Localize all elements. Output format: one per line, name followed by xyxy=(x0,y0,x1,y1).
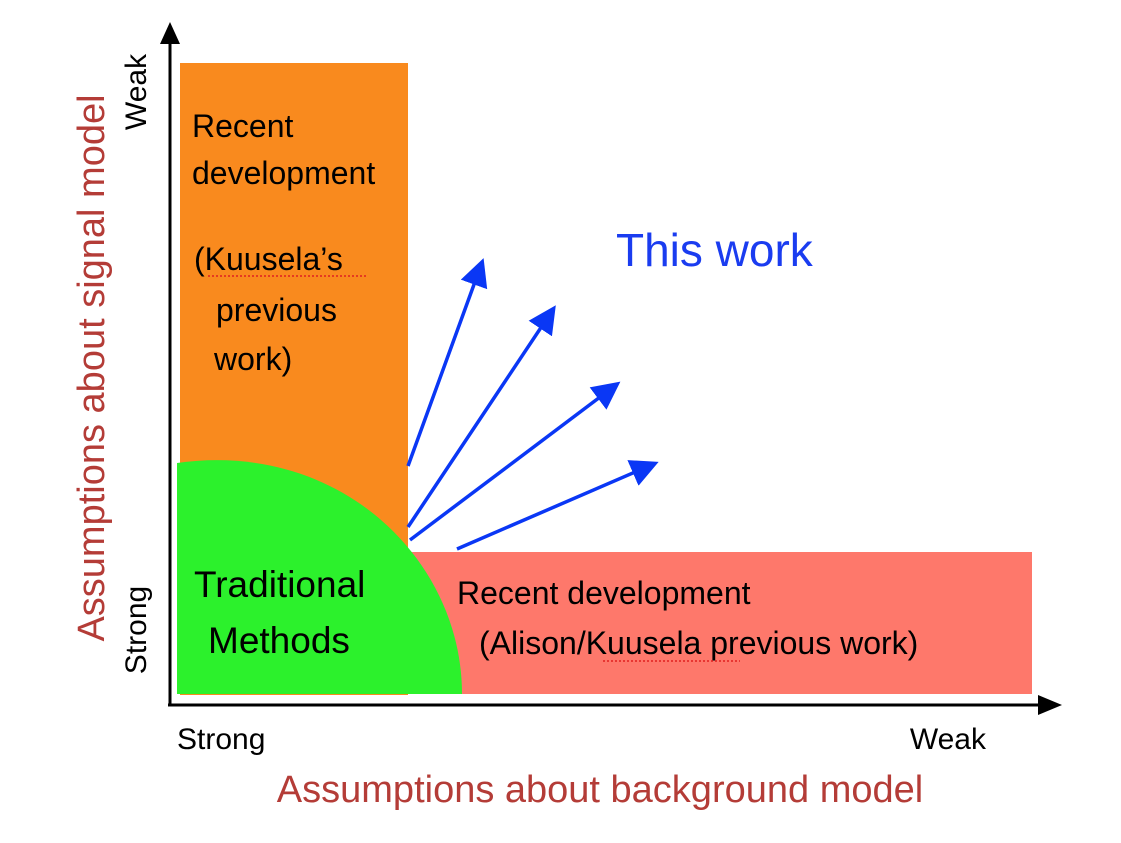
this-work-arrow-2 xyxy=(406,305,556,528)
signal-dev-line-1: Recent xyxy=(192,108,294,144)
x-axis-weak-label: Weak xyxy=(910,723,987,756)
signal-dev-line-3: (Kuusela’s xyxy=(194,241,343,277)
this-work-label: This work xyxy=(616,224,814,276)
traditional-line-2: Methods xyxy=(208,620,350,661)
background-development-region xyxy=(410,552,1032,694)
this-work-arrows xyxy=(406,258,659,551)
y-axis-strong-label: Strong xyxy=(120,586,153,674)
this-work-arrow-1 xyxy=(406,258,488,467)
x-axis-title: Assumptions about background model xyxy=(277,769,923,811)
x-axis-arrowhead xyxy=(1038,695,1062,715)
traditional-line-1: Traditional xyxy=(194,564,365,605)
traditional-methods-region xyxy=(177,460,462,694)
signal-dev-line-5: work) xyxy=(213,341,292,377)
this-work-arrow-3 xyxy=(408,381,621,542)
signal-dev-line-2: development xyxy=(192,155,375,191)
background-dev-line-1: Recent development xyxy=(457,575,751,611)
y-axis-arrowhead xyxy=(160,22,180,44)
signal-dev-line-4: previous xyxy=(216,292,337,328)
y-axis-weak-label: Weak xyxy=(120,53,153,130)
this-work-arrow-4 xyxy=(456,460,659,551)
x-axis-strong-label: Strong xyxy=(177,723,265,756)
y-axis-title: Assumptions about signal model xyxy=(71,94,113,641)
background-dev-line-2: (Alison/Kuusela previous work) xyxy=(479,625,918,661)
